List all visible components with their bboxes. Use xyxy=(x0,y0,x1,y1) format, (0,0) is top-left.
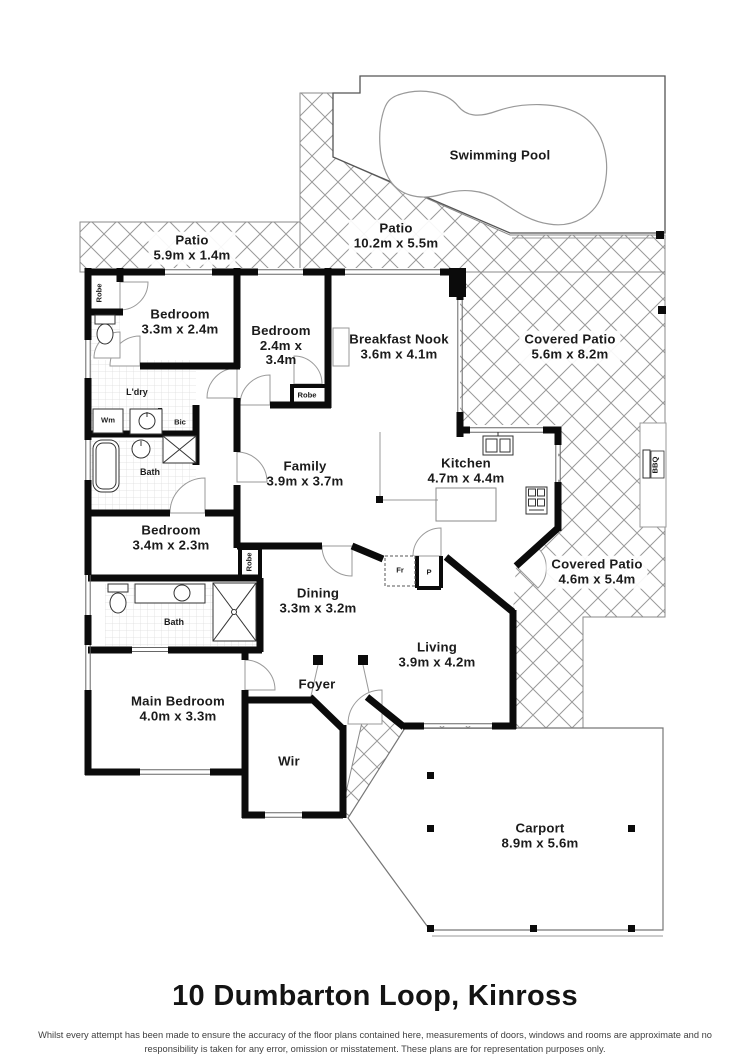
address-title: 10 Dumbarton Loop, Kinross xyxy=(172,980,578,1012)
room-name: BBQ xyxy=(650,456,660,474)
room-name: Kitchen xyxy=(441,455,491,471)
toilet-wc xyxy=(94,314,116,345)
fixtures xyxy=(92,314,548,642)
room-name: Foyer xyxy=(298,676,336,692)
washing-machine xyxy=(92,408,124,434)
house-footprint xyxy=(88,268,558,815)
windows xyxy=(85,269,561,818)
room-dimensions: 3.6m x 4.1m xyxy=(360,347,438,362)
room-label-swimming-pool: Swimming Pool xyxy=(450,147,551,162)
room-name: Robe xyxy=(244,552,254,572)
bath1-basin xyxy=(131,439,151,459)
room-name: Patio xyxy=(175,232,209,248)
structural-posts xyxy=(313,231,666,665)
room-dimensions: 5.6m x 8.2m xyxy=(531,347,609,362)
carport-area xyxy=(347,727,664,937)
fridge-space xyxy=(384,555,416,587)
room-label-bath-2: Bath xyxy=(164,617,184,627)
laundry-trough xyxy=(129,408,163,435)
room-name: Covered Patio xyxy=(551,556,643,572)
room-label-robe-bedroom-3: Robe xyxy=(244,552,255,572)
floorplan-drawing xyxy=(79,75,667,937)
room-dimensions: 3.9m x 4.2m xyxy=(398,655,476,670)
room-name: Bic xyxy=(174,417,186,427)
room-name: Dining xyxy=(296,585,340,601)
room-dimensions: 3.4m x 2.3m xyxy=(132,538,210,553)
bath2-vanity xyxy=(134,583,206,604)
room-dimensions: 4.0m x 3.3m xyxy=(139,709,217,724)
toilet-ensuite xyxy=(107,583,129,614)
room-name: Main Bedroom xyxy=(131,693,225,709)
room-name: Bedroom xyxy=(150,306,210,322)
room-dimensions: 8.9m x 5.6m xyxy=(501,836,579,851)
room-name: Family xyxy=(283,458,327,474)
pool-outline xyxy=(379,90,608,226)
stove xyxy=(525,486,548,515)
room-name: Breakfast Nook xyxy=(349,331,449,347)
room-name: Fr xyxy=(396,565,404,575)
shower-2 xyxy=(212,582,257,642)
room-dimensions: 2.4m x 3.4m xyxy=(259,337,303,368)
disclaimer-text: Whilst every attempt has been made to en… xyxy=(38,1030,712,1055)
room-name: Carport xyxy=(515,820,565,836)
room-label-foyer: Foyer xyxy=(299,676,336,691)
wall-corner-block xyxy=(449,268,466,297)
room-label-robe-bedroom-1: Robe xyxy=(94,283,105,303)
room-label-bbq: BBQ xyxy=(650,456,661,474)
room-name: Bedroom xyxy=(251,323,311,339)
room-dimensions: 3.9m x 3.7m xyxy=(266,474,344,489)
room-label-fridge: Fr xyxy=(396,565,404,576)
room-name: Bath xyxy=(164,616,184,627)
swimming-pool-area xyxy=(332,75,666,239)
door-arcs xyxy=(93,281,547,725)
room-name: P xyxy=(426,567,432,577)
room-name: Living xyxy=(416,639,458,655)
room-name: Robe xyxy=(297,390,317,400)
room-label-wir: Wir xyxy=(278,753,300,768)
room-dimensions: 3.3m x 2.4m xyxy=(141,322,219,337)
carport-posts xyxy=(427,772,635,932)
room-label-laundry: L'dry xyxy=(126,387,148,397)
walls-main xyxy=(84,268,562,819)
room-name: Swimming Pool xyxy=(449,147,551,163)
room-name: L'dry xyxy=(126,386,148,397)
room-name: Bedroom xyxy=(141,522,201,538)
room-label-robe-bedroom-2: Robe xyxy=(297,390,317,401)
kitchen-sink xyxy=(482,432,514,456)
room-dimensions: 4.6m x 5.4m xyxy=(558,572,636,587)
room-dimensions: 3.3m x 3.2m xyxy=(279,601,357,616)
room-label-pantry: P xyxy=(426,567,432,578)
room-name: Bath xyxy=(140,466,160,477)
room-dimensions: 10.2m x 5.5m xyxy=(353,236,439,251)
room-label-bath-1: Bath xyxy=(140,467,160,477)
room-name: Wir xyxy=(278,753,300,769)
room-dimensions: 5.9m x 1.4m xyxy=(153,248,231,263)
bbq-niche xyxy=(639,422,667,528)
room-dimensions: 4.7m x 4.4m xyxy=(427,471,505,486)
room-name: Robe xyxy=(94,283,104,303)
room-name: Wm xyxy=(101,415,115,425)
room-label-wm: Wm xyxy=(101,415,115,426)
shower-1 xyxy=(162,435,197,464)
bathtub xyxy=(92,439,120,493)
room-name: Covered Patio xyxy=(524,331,616,347)
room-name: Patio xyxy=(379,220,413,236)
room-label-bic: Bic xyxy=(174,417,186,428)
